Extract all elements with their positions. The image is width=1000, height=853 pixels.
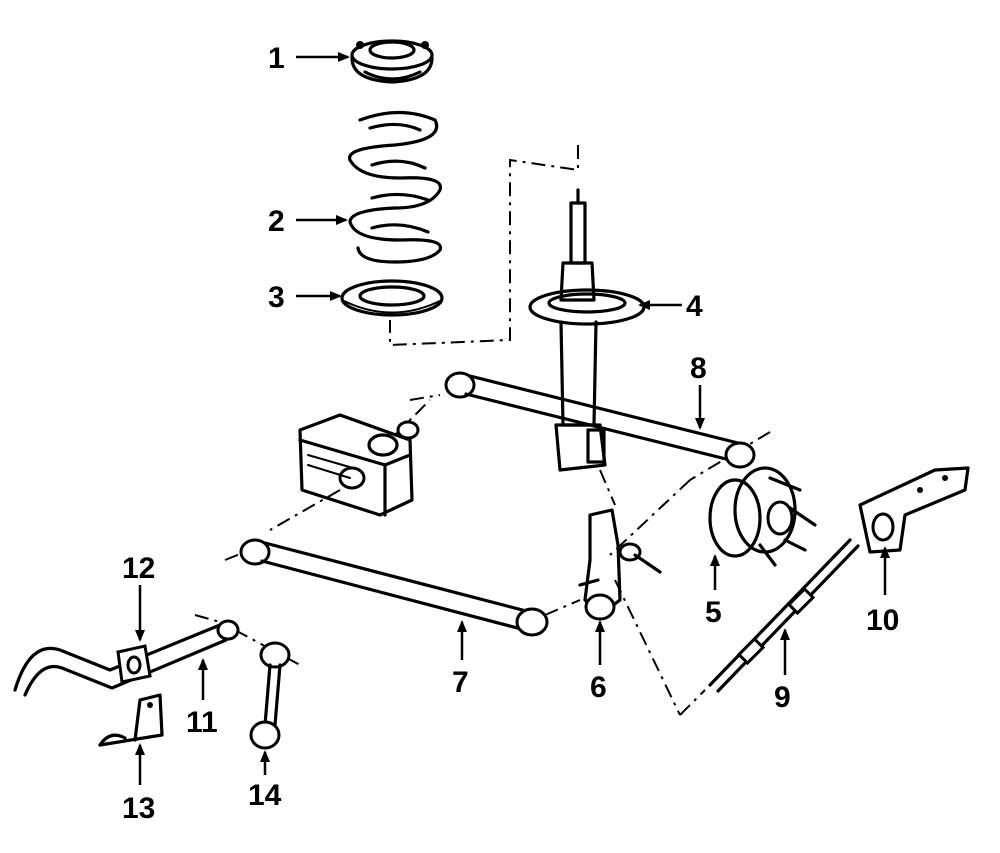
callout-label-2: 2	[268, 205, 285, 238]
hub-bearing	[708, 466, 817, 567]
lower-control-arm-rear	[444, 371, 756, 469]
callout-7: 7	[452, 620, 469, 699]
callout-1: 1	[268, 42, 350, 75]
strut	[528, 188, 646, 472]
callout-9: 9	[774, 628, 791, 714]
callout-label-11: 11	[186, 706, 218, 739]
callout-label-1: 1	[268, 42, 285, 75]
callout-label-8: 8	[690, 352, 707, 385]
callout-label-7: 7	[452, 666, 469, 699]
coil-spring	[348, 110, 443, 264]
callout-label-12: 12	[122, 552, 155, 585]
stabilizer-bar	[13, 619, 240, 697]
callout-label-3: 3	[268, 281, 285, 314]
spring-insulator	[340, 279, 444, 317]
callout-14: 14	[248, 750, 282, 812]
callouts: 1 2 3 4 5 6 7	[122, 42, 899, 825]
stabilizer-bushing	[116, 644, 152, 684]
stabilizer-link	[249, 641, 291, 750]
callout-6: 6	[590, 620, 607, 704]
upper-mount	[350, 39, 434, 84]
callout-label-13: 13	[122, 792, 155, 825]
lower-control-arm-front	[239, 538, 549, 637]
callout-10: 10	[866, 546, 899, 637]
callout-2: 2	[268, 205, 348, 238]
trailing-arm-bracket	[858, 466, 970, 554]
callout-13: 13	[122, 743, 155, 825]
callout-4: 4	[638, 290, 703, 323]
callout-5: 5	[705, 554, 722, 629]
callout-8: 8	[690, 352, 707, 430]
callout-label-5: 5	[705, 596, 722, 629]
callout-label-6: 6	[590, 671, 607, 704]
callout-12: 12	[122, 552, 155, 642]
callout-3: 3	[268, 281, 342, 314]
callout-label-14: 14	[248, 779, 282, 812]
tie-rod	[708, 538, 860, 693]
bushing-bracket	[98, 693, 164, 747]
callout-label-4: 4	[686, 290, 703, 323]
callout-label-9: 9	[774, 681, 791, 714]
knuckle	[578, 508, 662, 621]
callout-11: 11	[186, 658, 218, 739]
callout-label-10: 10	[866, 604, 899, 637]
assembly-lines	[194, 145, 771, 716]
crossmember-bracket	[298, 413, 420, 517]
